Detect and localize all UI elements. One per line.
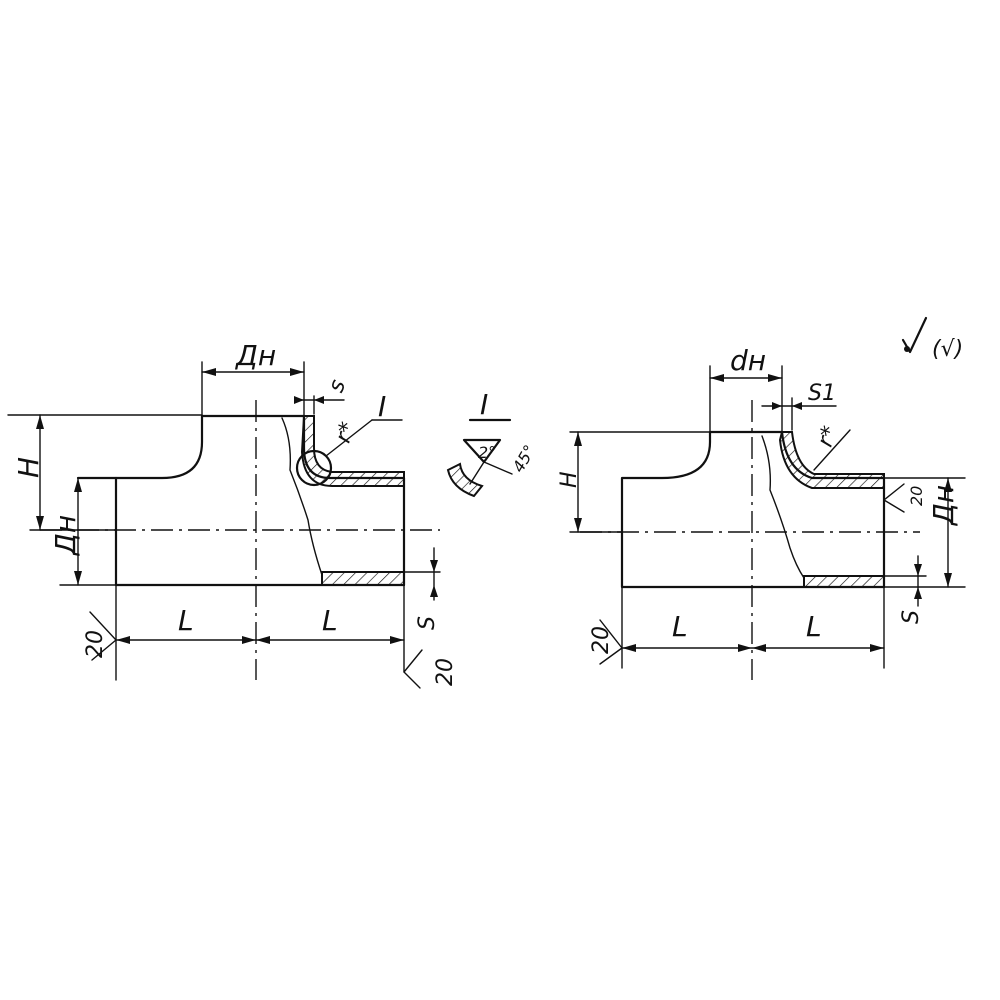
left-r-label: r*: [331, 419, 361, 446]
surface-roughness-mark: (√): [901, 316, 963, 362]
surface-roughness-paren: (√): [932, 337, 963, 362]
right-dn-top-label: dн: [730, 344, 766, 377]
left-l-left-label: L: [178, 604, 194, 637]
left-bevel-left: 20: [83, 630, 108, 658]
right-bevel-left: 20: [589, 626, 614, 654]
left-detail-mark: I: [378, 390, 386, 423]
right-bottom-wall-section: [803, 575, 885, 588]
left-s-top-label: s: [324, 376, 351, 395]
detail-angle-a: 2°: [478, 443, 496, 462]
detail-angle-b: 45°: [509, 442, 540, 476]
left-tee-outline: [114, 414, 406, 587]
left-h-label: H: [12, 457, 45, 478]
right-s-bottom-label: S: [899, 610, 924, 624]
right-bevel-right: 20: [907, 486, 926, 506]
right-s1-label: S1: [808, 381, 836, 406]
detail-wall-section: [446, 462, 484, 498]
left-bevel-right: 20: [433, 658, 458, 686]
right-h-label: H: [557, 471, 582, 488]
left-tee-view: I Дн s r* H Дн L L: [7, 339, 458, 689]
right-branch-wall-section: [778, 431, 885, 489]
left-dn-top-label: Дн: [234, 339, 276, 372]
left-l-right-label: L: [322, 604, 338, 637]
left-detail-circle: [295, 449, 333, 487]
left-s-bottom-label: S: [415, 616, 440, 630]
right-r-label: r*: [813, 423, 843, 450]
left-dn-side-label: Дн: [49, 515, 82, 557]
right-tee-view: dн S1 r* H Дн L L S: [557, 344, 966, 680]
left-branch-wall-section: [300, 415, 405, 487]
right-l-right-label: L: [806, 610, 822, 643]
right-dn-side-label: Дн: [927, 485, 960, 527]
detail-title: I: [480, 388, 488, 421]
detail-view-I: I 2° 45°: [446, 388, 540, 498]
right-tee-outline: [620, 430, 886, 589]
left-bottom-wall-section: [321, 571, 405, 586]
right-l-left-label: L: [672, 610, 688, 643]
